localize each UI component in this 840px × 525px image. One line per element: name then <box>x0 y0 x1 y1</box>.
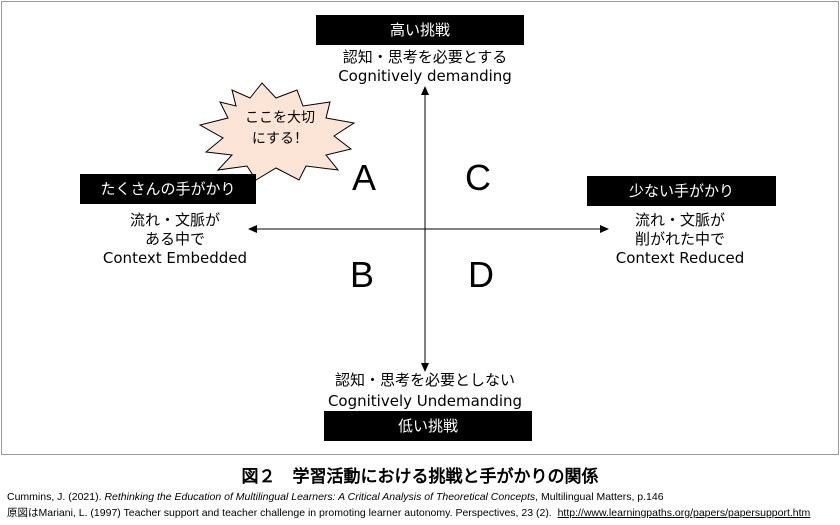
citation-prefix: Cummins, J. (2021). <box>7 491 105 503</box>
context-embedded-jp2: ある中で <box>144 230 205 248</box>
quadrant-b: B <box>350 254 375 295</box>
arrow-up-icon <box>421 86 429 95</box>
citation-suffix: , Multilingual Matters, p.146 <box>535 491 664 503</box>
burst-line-1: ここを大切 <box>245 110 315 126</box>
citation-mariani-text: 原図はMariani, L. (1997) Teacher support an… <box>7 507 552 519</box>
arrow-down-icon <box>421 363 429 372</box>
burst-line-2: にする！ <box>251 131 309 147</box>
diagram-frame <box>1 1 839 455</box>
quadrant-c: C <box>465 157 491 198</box>
many-cues-label: たくさんの手がかり <box>80 174 256 204</box>
citation-book-title: Rethinking the Education of Multilingual… <box>104 491 536 503</box>
figure-title: 図２ 学習活動における挑戦と手がかりの関係 <box>241 467 599 487</box>
cognitively-demanding-en: Cognitively demanding <box>338 67 512 85</box>
context-reduced-jp1: 流れ・文脈が <box>634 211 725 229</box>
quadrant-d: D <box>468 254 494 295</box>
citation-url-link[interactable]: http://www.learningpaths.org/papers/pape… <box>557 507 811 519</box>
context-embedded-jp1: 流れ・文脈が <box>129 211 220 229</box>
citation-cummins: Cummins, J. (2021). Rethinking the Educa… <box>7 491 664 503</box>
quadrant-a: A <box>352 157 377 198</box>
high-challenge-label: 高い挑戦 <box>316 15 524 45</box>
starburst-icon <box>198 82 356 181</box>
arrow-right-icon <box>600 225 609 233</box>
arrow-left-icon <box>248 225 257 233</box>
citation-mariani: 原図はMariani, L. (1997) Teacher support an… <box>7 505 810 520</box>
context-embedded-en: Context Embedded <box>102 249 248 267</box>
cognitively-undemanding-jp: 認知・思考を必要としない <box>334 371 515 389</box>
low-challenge-label: 低い挑戦 <box>324 411 532 441</box>
context-reduced-en: Context Reduced <box>615 249 745 267</box>
cognitively-undemanding-en: Cognitively Undemanding <box>327 392 523 410</box>
context-reduced-jp2: 削がれた中で <box>634 230 725 248</box>
few-cues-label: 少ない手がかり <box>587 176 776 206</box>
cognitively-demanding-jp: 認知・思考を必要とする <box>342 48 508 66</box>
horizontal-axis <box>248 225 609 233</box>
